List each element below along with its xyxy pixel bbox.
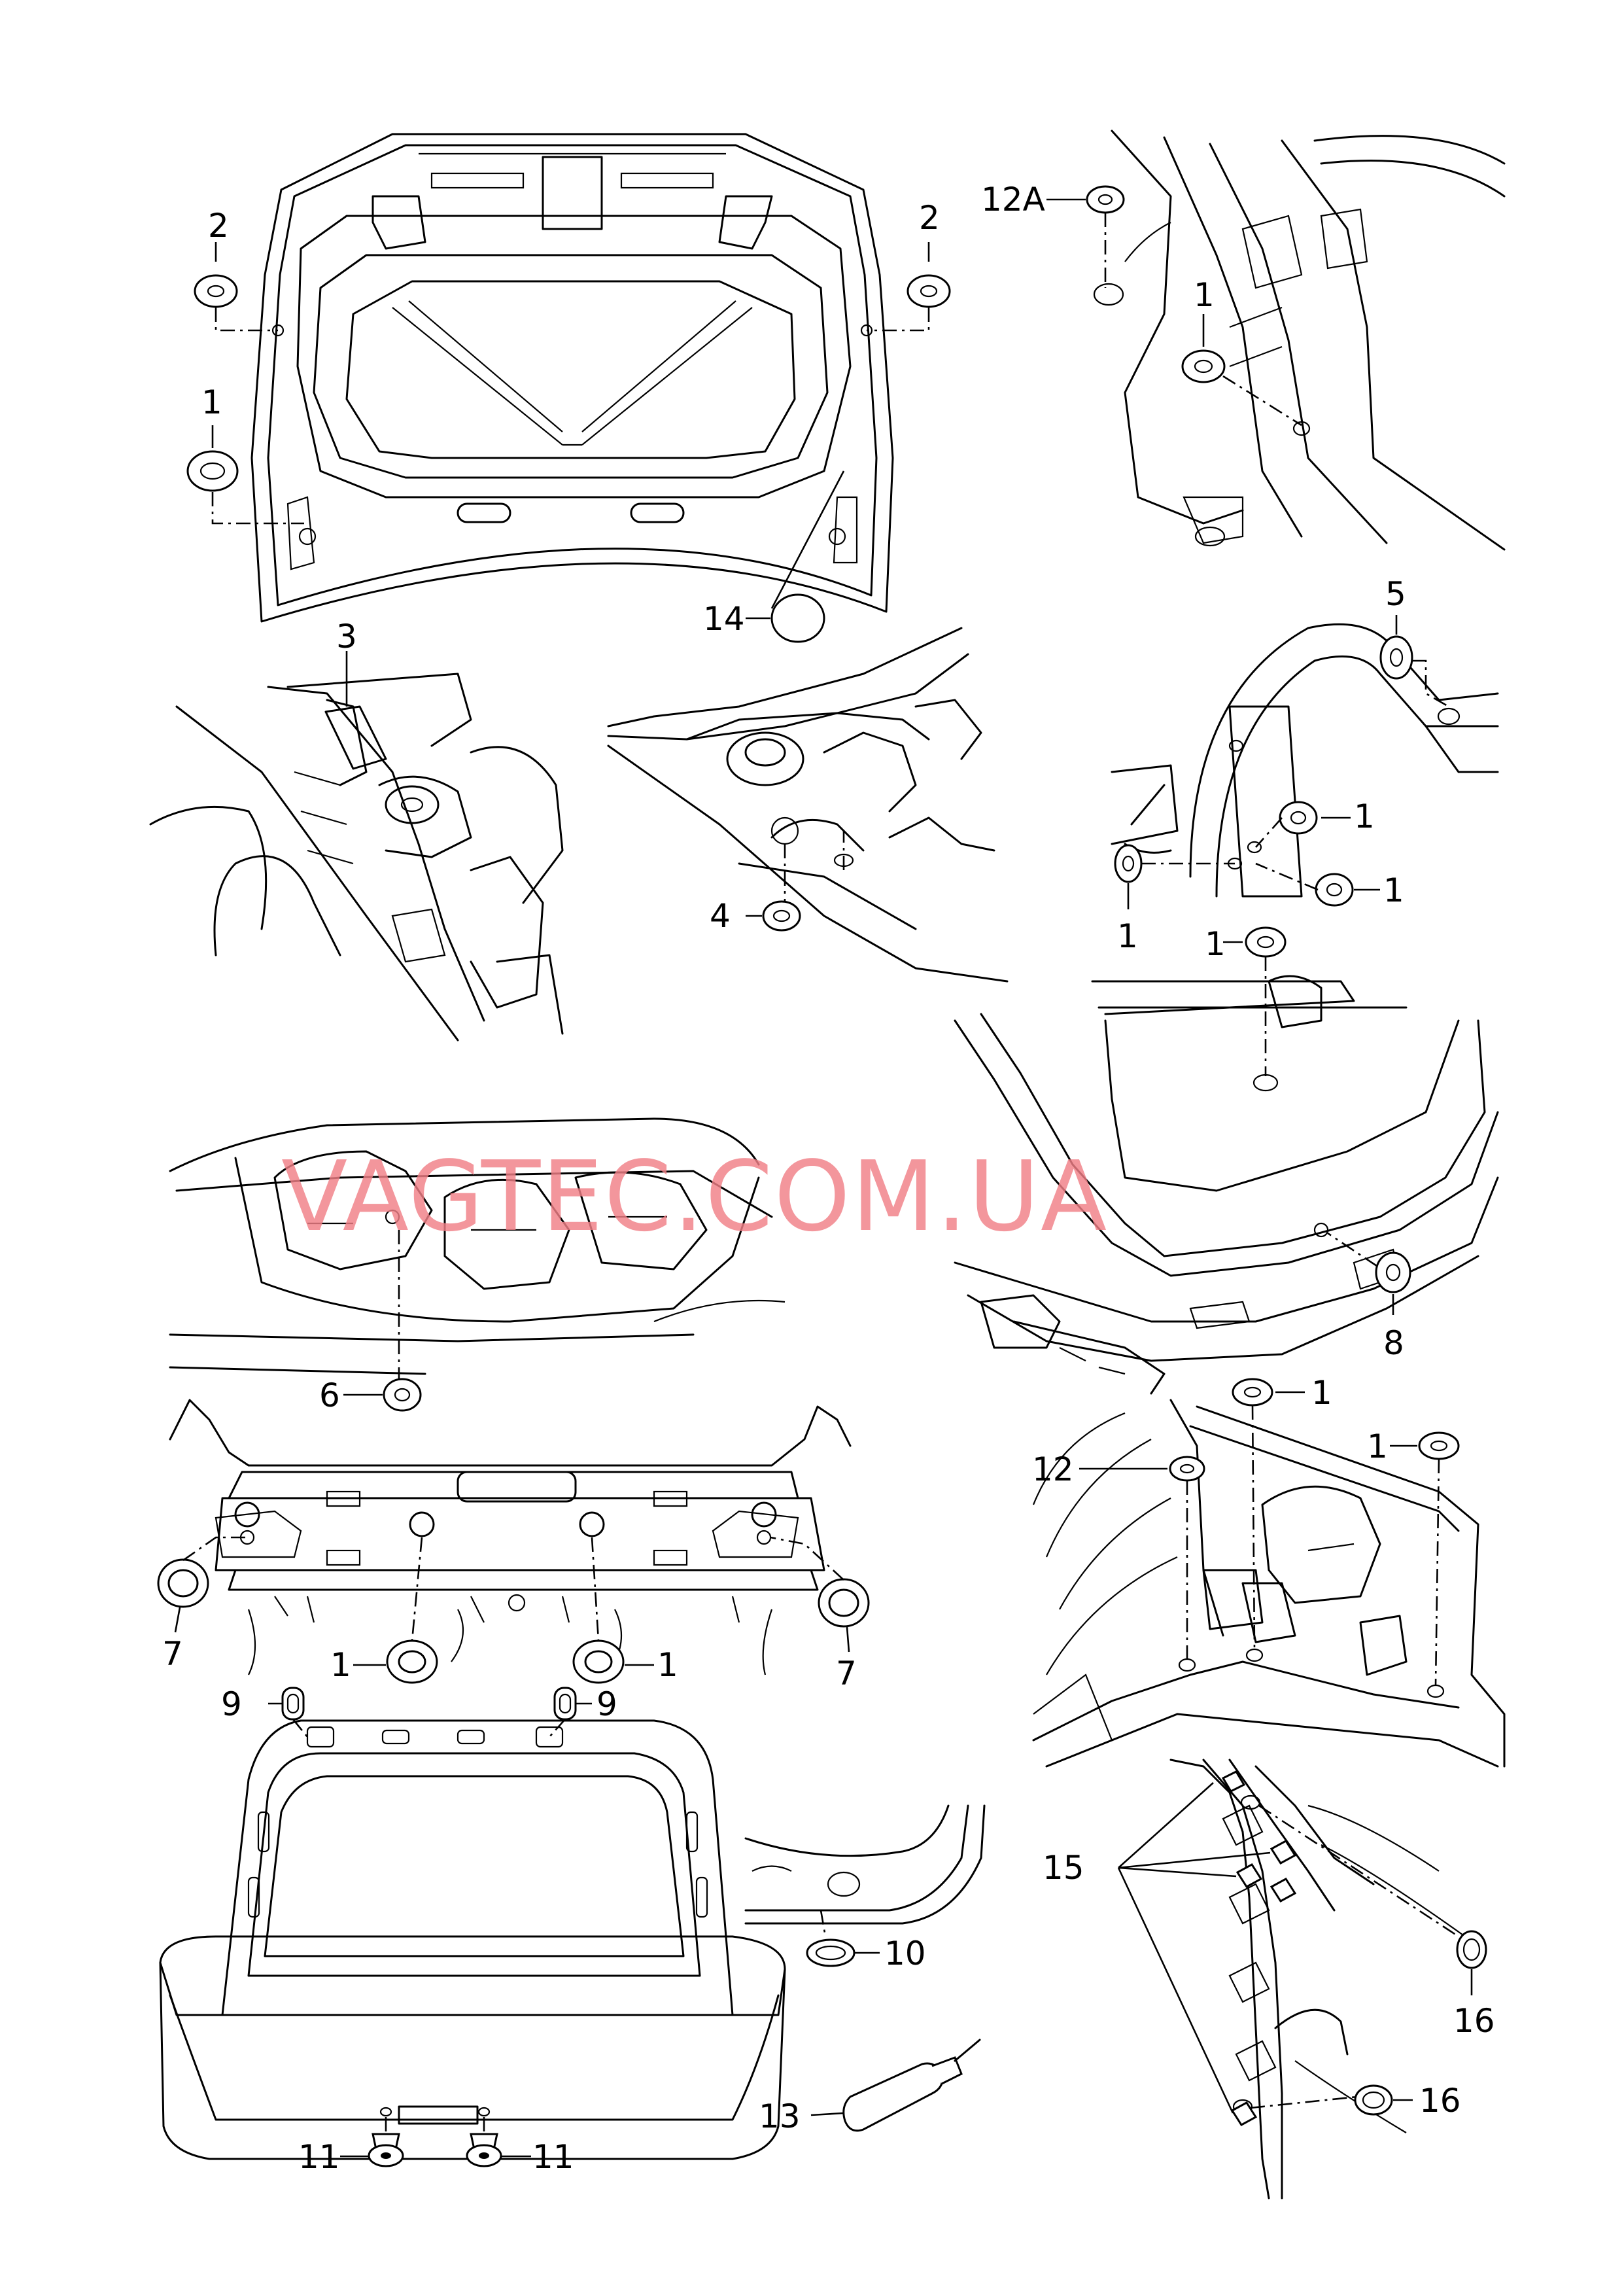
callout-7-right: 7 (836, 1655, 857, 1692)
callout-12a: 12A (981, 181, 1045, 219)
grommet-part-4 (762, 900, 801, 932)
pillar-drawing (1111, 130, 1506, 551)
callout-1-hood: 1 (201, 383, 222, 421)
callout-1-panel-right: 1 (657, 1646, 678, 1684)
wheel-arch-drawing (1111, 623, 1499, 898)
callout-5: 5 (1385, 575, 1406, 613)
grommet-part-1-arch-a (1279, 801, 1318, 835)
wheel-arch-parts (1114, 615, 1449, 909)
grommet-part-1-quarter-a (1232, 1378, 1273, 1407)
grommet-part-9-right (553, 1687, 577, 1721)
c-pillar-parts (1117, 1770, 1487, 2126)
pad-part-15-e (1230, 2101, 1258, 2126)
engine-bay-center-drawing (607, 627, 1009, 983)
plug-part-1-panel-right (572, 1639, 625, 1684)
tailgate-drawing (159, 1719, 786, 2160)
callout-1-quarter-a: 1 (1311, 1374, 1332, 1412)
callout-1-pillar: 1 (1194, 276, 1215, 314)
plug-part-10 (806, 1938, 855, 1967)
floor-pan-drawing (169, 1117, 786, 1380)
pad-part-15-d (1270, 1878, 1297, 1902)
callout-1-quarter-b: 1 (1367, 1428, 1388, 1465)
callout-9-right: 9 (596, 1685, 617, 1723)
drain-detail-drawing (744, 1804, 986, 1937)
grommet-part-1-rear-top (1245, 926, 1287, 958)
callout-2-hood-left: 2 (208, 207, 229, 245)
plug-part-16-upper (1456, 1930, 1487, 1969)
callout-11-left: 11 (298, 2138, 340, 2176)
callout-12: 12 (1032, 1450, 1074, 1488)
rear-panel-drawing (169, 1399, 852, 1675)
grommet-part-1-pillar (1181, 349, 1226, 383)
callout-1-panel-left: 1 (330, 1646, 351, 1684)
callout-1-rear-top: 1 (1205, 925, 1226, 963)
engine-bay-left-drawing (149, 651, 564, 1042)
clip-part-11-left (368, 2133, 404, 2167)
grommet-part-12 (1169, 1456, 1205, 1482)
grommet-part-1-quarter-b (1418, 1431, 1460, 1460)
callout-4: 4 (710, 897, 731, 935)
callout-13: 13 (759, 2097, 801, 2135)
seal-ring-part-14 (770, 593, 825, 643)
grommet-part-8 (1375, 1252, 1411, 1293)
grommet-part-5 (1379, 635, 1413, 680)
pillar-parts (1046, 185, 1311, 436)
grommet-part-2-right (907, 274, 951, 308)
rear-quarter-parts (1079, 1378, 1460, 1686)
pad-part-15-a (1221, 1770, 1246, 1793)
pad-part-15-c (1270, 1840, 1297, 1865)
plug-part-1-panel-left (386, 1639, 438, 1684)
callout-1-arch-b: 1 (1383, 871, 1404, 909)
tailgate-parts (268, 1687, 592, 2167)
sealant-tube-part-13 (810, 2039, 981, 2132)
hood-parts (186, 242, 951, 643)
callout-6: 6 (319, 1376, 340, 1414)
callout-10: 10 (884, 1935, 926, 1972)
plug-part-16-lower (1354, 2084, 1393, 2116)
grommet-part-1-arch-c (1114, 844, 1143, 883)
callout-8: 8 (1383, 1324, 1404, 1362)
clip-part-11-right (466, 2133, 502, 2167)
callout-1-arch-a: 1 (1354, 797, 1375, 835)
grommet-part-2-left (194, 274, 238, 308)
pad-part-15-b (1235, 1863, 1263, 1888)
grommet-part-1-hood (186, 450, 239, 492)
callout-3: 3 (336, 618, 357, 656)
floor-pan-parts (343, 1378, 422, 1412)
plug-part-7-left (157, 1558, 209, 1608)
engine-bay-center-parts (746, 900, 801, 932)
rear-panel-parts (157, 1536, 870, 1684)
callout-16-lower: 16 (1419, 2082, 1461, 2120)
callout-16-upper: 16 (1453, 2002, 1495, 2040)
grommet-part-6 (383, 1378, 422, 1412)
watermark: VAGTEC.COM.UA (281, 1140, 1108, 1253)
rear-quarter-drawing (1032, 1399, 1506, 1768)
rear-opening-parts (1223, 926, 1411, 1315)
hood-drawing (251, 133, 894, 623)
plug-part-7-right (818, 1578, 870, 1628)
rear-opening-drawing (954, 975, 1499, 1395)
callout-11-right: 11 (532, 2138, 574, 2176)
grommet-part-1-arch-b (1315, 873, 1354, 907)
callout-14: 14 (703, 600, 745, 638)
grommet-part-12a (1086, 185, 1125, 214)
c-pillar-drawing (1169, 1759, 1466, 2199)
drain-detail-parts (806, 1938, 880, 1967)
callout-7-left: 7 (162, 1635, 183, 1673)
callout-2-hood-right: 2 (919, 199, 940, 237)
callout-9-left: 9 (221, 1685, 242, 1723)
callout-15: 15 (1043, 1849, 1084, 1887)
grommet-part-9-left (281, 1687, 305, 1721)
callout-1-arch-c: 1 (1117, 917, 1138, 955)
